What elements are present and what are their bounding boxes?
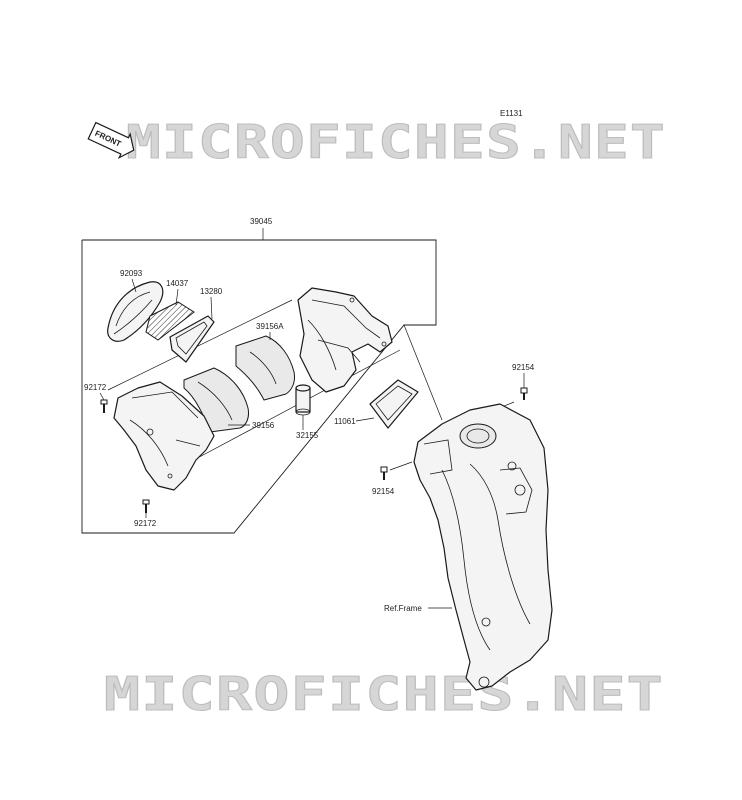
label-39156: 39156 <box>252 421 275 430</box>
part-14037-filter <box>145 301 195 341</box>
part-92093-cover <box>107 281 164 342</box>
diagram-code: E1131 <box>500 109 523 118</box>
part-13280-frame <box>169 315 215 363</box>
watermark-bottom: MICROFICHES.NET <box>104 667 664 721</box>
part-duct-bracket <box>297 287 393 393</box>
label-92154-mid: 92154 <box>372 487 395 496</box>
part-left-duct-housing <box>113 381 215 491</box>
front-arrow-icon: FRONT <box>87 121 135 160</box>
watermark-top: MICROFICHES.NET <box>126 115 666 169</box>
part-11061-gasket <box>369 379 419 429</box>
label-13280: 13280 <box>200 287 223 296</box>
label-ref-frame: Ref.Frame <box>384 604 422 613</box>
label-11061: 11061 <box>334 417 356 426</box>
part-92172-screw-bottom <box>142 499 150 513</box>
part-39156A-panel <box>235 335 295 401</box>
part-32155-cylinder <box>295 384 311 416</box>
label-92093: 92093 <box>120 269 143 278</box>
label-39156A: 39156A <box>256 322 284 331</box>
label-92172-top: 92172 <box>84 383 107 392</box>
part-92172-screw-top <box>100 399 108 413</box>
label-92172-bottom: 92172 <box>134 519 157 528</box>
part-main-frame <box>413 403 553 691</box>
label-14037: 14037 <box>166 279 189 288</box>
assembly-number: 39045 <box>250 217 273 226</box>
label-32155: 32155 <box>296 431 319 440</box>
part-39156-panel <box>183 367 249 433</box>
part-92154-bolt-right <box>520 387 528 400</box>
part-92154-bolt-mid <box>380 466 388 480</box>
label-92154-right: 92154 <box>512 363 535 372</box>
